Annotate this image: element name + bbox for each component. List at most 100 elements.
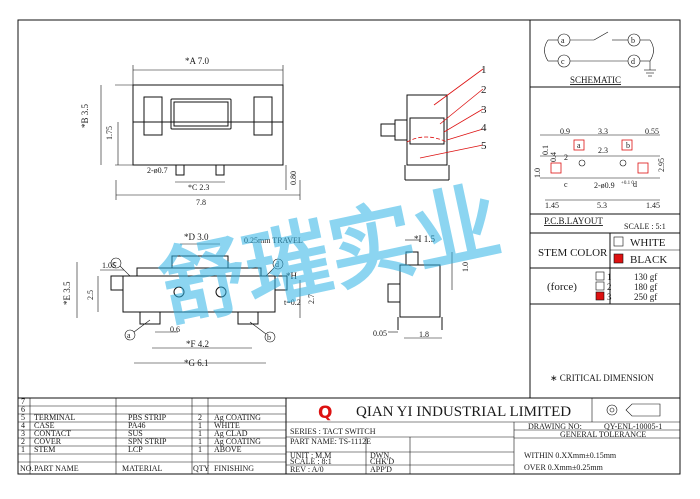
schem-c: c: [561, 57, 565, 66]
bom-header-name: PART NAME: [34, 464, 79, 473]
info-series: SERIES : TACT SWITCH: [290, 427, 376, 436]
schematic-diagram: [530, 31, 680, 88]
bom-cell-qty: 1: [198, 437, 202, 446]
dim-c: *C 2.3: [188, 183, 209, 192]
bom-cell-name: CONTACT: [34, 429, 71, 438]
dim-1-8: 1.8: [419, 330, 429, 339]
bom-cell-fin: Ag CLAD: [214, 429, 248, 438]
company-name: QIAN YI INDUSTRIAL LIMITED: [356, 404, 571, 420]
title-block: [18, 397, 680, 474]
pcb-title: P.C.B.LAYOUT: [544, 216, 603, 226]
stem-color-label: STEM COLOR: [538, 247, 608, 259]
force-row-no: 2: [607, 282, 612, 292]
bom-cell-no: 5: [21, 413, 25, 422]
pcb-layout: [530, 134, 680, 215]
pcb-3-3: 3.3: [598, 127, 608, 136]
svg-text:b: b: [267, 333, 271, 342]
pcb-pad-a: a: [577, 141, 581, 150]
dim-e: *E 3.5: [62, 281, 72, 305]
bom-header-fin: FINISHING: [214, 464, 254, 473]
pcb-1-45-right: 1.45: [646, 201, 660, 210]
bom-cell-mat: SPN STRIP: [128, 437, 167, 446]
info-appd: APP'D: [370, 465, 392, 474]
info-unit: UNIT : M.M: [290, 451, 331, 460]
bom-header-qty: QTY: [193, 464, 210, 473]
force-swatch: [595, 271, 605, 281]
dim-i: *I 1.5: [414, 234, 435, 244]
dim-1-05: 1.05: [102, 261, 116, 270]
dim-f: *F 4.2: [186, 339, 209, 349]
side-view-bottom: [387, 239, 453, 339]
pcb-5-3: 5.3: [597, 201, 607, 210]
schem-a: a: [561, 36, 565, 45]
pcb-2-95: 2.95: [657, 158, 666, 172]
bom-cell-no: 6: [21, 405, 25, 414]
pcb-2: 2: [564, 153, 568, 162]
dim-travel: 0.25mm TRAVEL: [244, 236, 303, 245]
bom-cell-name: CASE: [34, 421, 55, 430]
force-row-no: 3: [607, 292, 612, 302]
callout-4: 4: [481, 122, 487, 134]
bom-cell-qty: 1: [198, 429, 202, 438]
bom-cell-no: 3: [21, 429, 25, 438]
marker-a: a: [124, 319, 151, 341]
top-view: [100, 65, 301, 200]
stem-white: WHITE: [630, 237, 666, 249]
info-dwn: DWN.: [370, 451, 391, 460]
callout-3: 3: [481, 104, 487, 116]
bom-cell-fin: Ag COATING: [214, 413, 261, 422]
dim-2-5: 2.5: [86, 290, 95, 300]
dim-g: *G 6.1: [184, 358, 209, 368]
dim-2-7: 2.7: [307, 294, 316, 304]
bom-cell-qty: 1: [198, 445, 202, 454]
bom-cell-name: STEM: [34, 445, 55, 454]
marker-b: b: [249, 321, 276, 343]
dim-a: *A 7.0: [185, 56, 210, 66]
svg-text:c: c: [113, 259, 117, 268]
dim-0-80: 0.80: [289, 171, 298, 185]
drawing-no-label: DRAWING NO:: [528, 422, 582, 431]
pcb-hole-tol: +0.1 0: [621, 181, 634, 186]
svg-text:a: a: [127, 331, 131, 340]
critical-dimension-note: ∗ CRITICAL DIMENSION: [550, 373, 654, 383]
info-chkd: CHK'D: [370, 457, 394, 466]
stem-color-table: [530, 232, 680, 305]
schematic-title: SCHEMATIC: [570, 75, 621, 85]
schem-b: b: [631, 36, 635, 45]
dim-0-6: 0.6: [170, 325, 180, 334]
dim-1-75: 1.75: [105, 126, 114, 140]
pcb-pad-b: b: [626, 141, 630, 150]
dim-t02: t=0.2: [284, 298, 301, 307]
bom-cell-fin: WHITE: [214, 421, 240, 430]
drawing-no-value: QY-ENL-10005-1: [604, 422, 662, 431]
force-row-value: 130 gf: [634, 272, 657, 282]
force-row-value: 180 gf: [634, 282, 657, 292]
pcb-1-0: 1.0: [533, 168, 542, 178]
front-view: [76, 243, 301, 364]
dim-h: *H: [286, 271, 298, 281]
dim-0-05: 0.05: [373, 329, 387, 338]
tolerance-within: WITHIN 0.XXmm±0.15mm: [524, 451, 617, 460]
bom-cell-mat: LCP: [128, 445, 143, 454]
callout-1: 1: [481, 64, 487, 76]
tolerance-title: GENERAL TOLERANCE: [560, 430, 646, 439]
dim-b: *B 3.5: [80, 103, 90, 128]
callout-2: 2: [481, 84, 487, 96]
info-scale: SCALE : 8:1: [290, 457, 332, 466]
tolerance-over: OVER 0.Xmm±0.25mm: [524, 463, 604, 472]
dim-side-1-0: 1.0: [461, 262, 470, 272]
bom-header-no: NO.: [20, 464, 34, 473]
watermark-text: 舒璀实业: [152, 171, 509, 340]
bom-cell-mat: PBS STRIP: [128, 413, 167, 422]
marker-d: d: [265, 258, 284, 277]
pcb-2-3: 2.3: [598, 146, 608, 155]
bom-cell-no: 2: [21, 437, 25, 446]
pcb-0-9: 0.9: [560, 127, 570, 136]
schem-d: d: [631, 57, 635, 66]
bom-cell-qty: 1: [198, 421, 202, 430]
pcb-0-55: 0.55: [645, 127, 659, 136]
bom-cell-no: 1: [21, 445, 25, 454]
bom-cell-no: 7: [21, 397, 25, 406]
